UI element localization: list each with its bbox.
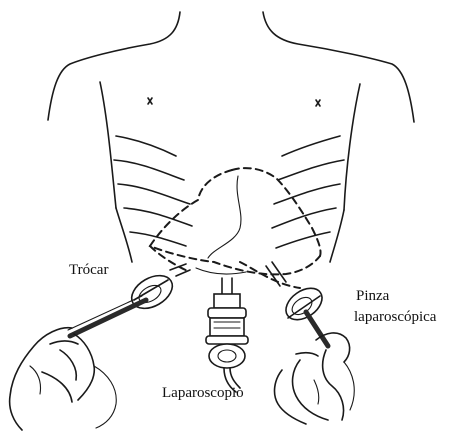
right-hand: [275, 333, 355, 424]
left-hand: [10, 328, 117, 430]
left-rib-lines: [114, 136, 192, 246]
right-nipple-mark: [316, 100, 320, 106]
internal-duct-line: [208, 176, 241, 258]
pinza-label-line1: Pinza: [356, 288, 389, 305]
trocar-label: Trócar: [69, 262, 108, 279]
left-nipple-mark: [148, 98, 152, 104]
internal-organs-dashed: [150, 168, 321, 288]
laparoscopio-label: Laparoscopio: [162, 385, 244, 402]
pinza-label-line2: laparoscópica: [354, 309, 436, 326]
right-rib-lines: [272, 136, 344, 248]
laparoscope-instrument: [206, 278, 248, 392]
torso-outline: [48, 12, 414, 262]
